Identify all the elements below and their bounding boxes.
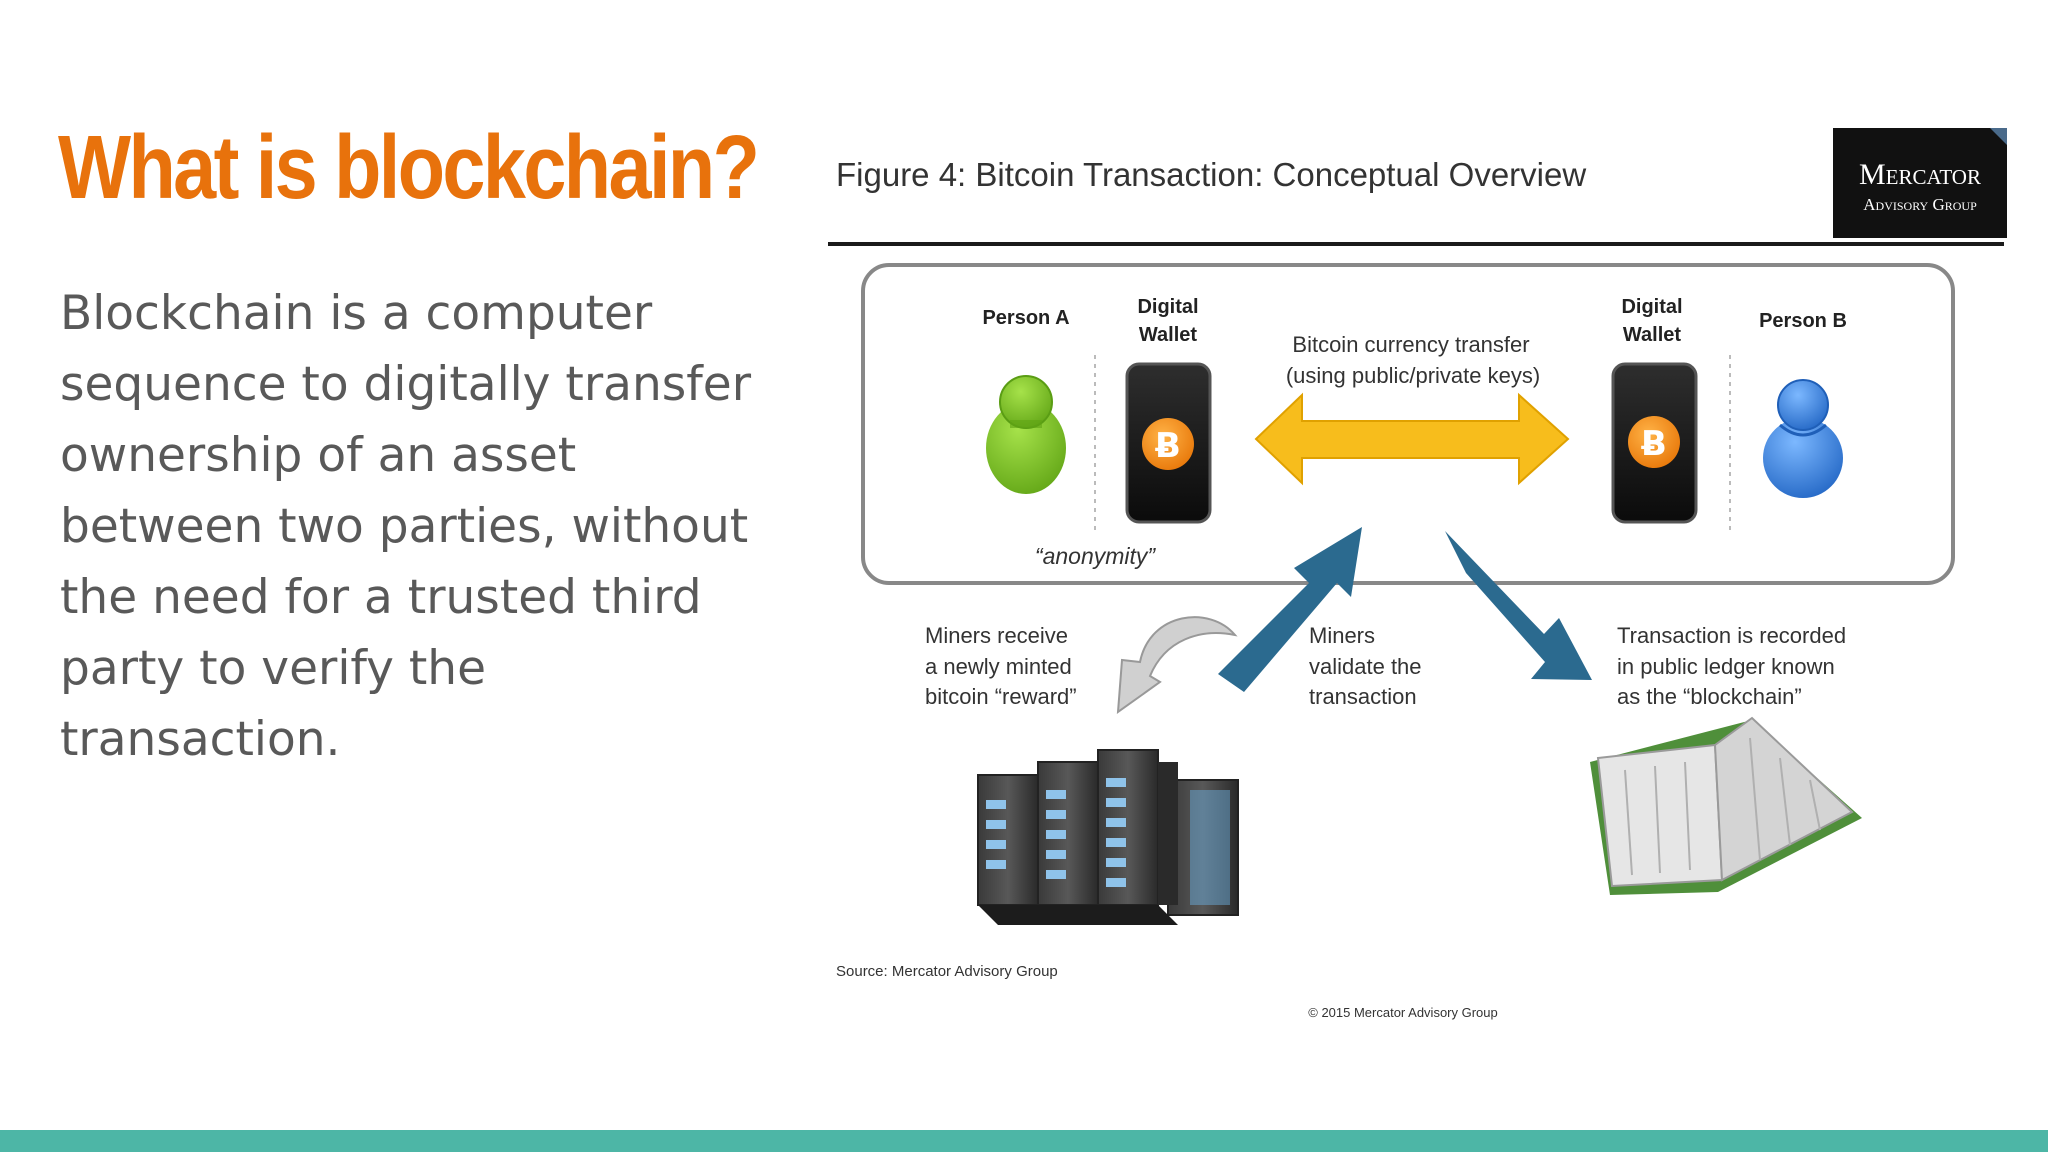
anonymity-label: “anonymity”	[1035, 543, 1156, 569]
slide-body-text: Blockchain is a computer sequence to dig…	[60, 286, 752, 767]
wallet-left-label-1: Digital	[1137, 296, 1198, 318]
bitcoin-icon: Ƀ	[1641, 424, 1667, 464]
ledger-book-icon	[1590, 716, 1862, 895]
ledger-record-arrow-icon	[1445, 531, 1592, 680]
miners-reward-text-1: Miners receive	[925, 623, 1068, 648]
logo-line1: Mercator	[1859, 158, 1981, 191]
person-b-label: Person B	[1759, 310, 1847, 332]
transfer-double-arrow-icon	[1254, 392, 1570, 486]
person-a-icon	[986, 375, 1066, 494]
accent-bar	[0, 1130, 2048, 1152]
bitcoin-icon: Ƀ	[1155, 426, 1181, 466]
miners-reward-text-3: bitcoin “reward”	[925, 684, 1077, 709]
figure-copyright: © 2015 Mercator Advisory Group	[1308, 1005, 1498, 1020]
server-rack-icon	[977, 749, 1239, 925]
reward-arrow-icon	[1116, 616, 1238, 715]
wallet-right-label-2: Wallet	[1623, 324, 1681, 346]
wallet-left-icon: Ƀ	[1125, 362, 1212, 524]
miners-validate-text-1: Miners	[1309, 623, 1375, 648]
slide-title: What is blockchain?	[58, 118, 760, 218]
logo-line2: Advisory Group	[1863, 195, 1977, 214]
figure-title-rule	[828, 242, 2004, 246]
figure-title: Figure 4: Bitcoin Transaction: Conceptua…	[836, 156, 1586, 193]
miners-validate-text-3: transaction	[1309, 684, 1417, 709]
ledger-text-2: in public ledger known	[1617, 654, 1835, 679]
miners-reward-text-2: a newly minted	[925, 654, 1072, 679]
transfer-label-1: Bitcoin currency transfer	[1292, 332, 1529, 357]
wallet-right-label-1: Digital	[1621, 296, 1682, 318]
person-b-icon	[1763, 379, 1843, 498]
person-a-label: Person A	[982, 307, 1069, 329]
miner-validate-arrow-icon	[1218, 527, 1362, 692]
wallet-right-icon: Ƀ	[1611, 362, 1698, 524]
transfer-label-2: (using public/private keys)	[1286, 363, 1540, 388]
miners-validate-text-2: validate the	[1309, 654, 1422, 679]
mercator-logo: Mercator Advisory Group	[1833, 128, 2007, 238]
ledger-text-3: as the “blockchain”	[1617, 684, 1802, 709]
ledger-text-1: Transaction is recorded	[1617, 623, 1846, 648]
figure-source: Source: Mercator Advisory Group	[836, 963, 1058, 980]
transfer-frame	[861, 263, 1955, 585]
wallet-left-label-2: Wallet	[1139, 324, 1197, 346]
